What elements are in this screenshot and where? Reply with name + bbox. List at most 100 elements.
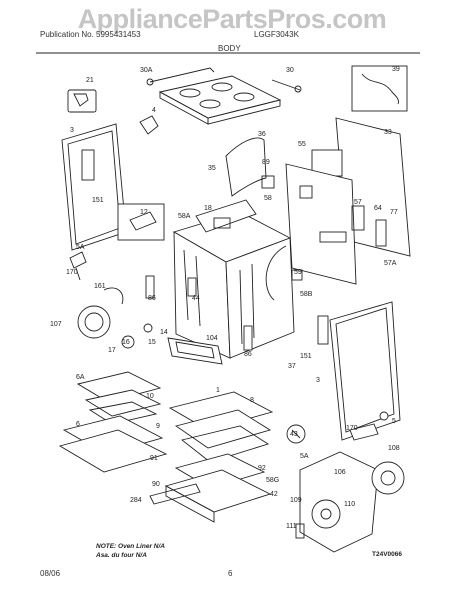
- screw-43-circle: [286, 424, 306, 444]
- callout-number: 6A: [76, 374, 85, 381]
- bracket-89: [261, 175, 275, 189]
- bracket-57a: [375, 219, 387, 247]
- hinge-5a: [69, 251, 87, 269]
- callout-number: 110: [344, 501, 355, 508]
- vent-trim-inner: [175, 341, 215, 359]
- publication-label: Publication No. 5995431453: [40, 30, 141, 39]
- wire-30a: [149, 67, 215, 83]
- callout-number: 86: [148, 295, 156, 302]
- callout-number: 3: [316, 377, 320, 384]
- callout-number: 12: [140, 209, 148, 216]
- callout-number: 91: [150, 455, 158, 462]
- part-21-box: [67, 89, 97, 113]
- callout-number: 15: [148, 339, 156, 346]
- screw-43: [291, 429, 301, 439]
- insulation-tab: [213, 217, 231, 229]
- callout-number: 1: [216, 387, 220, 394]
- part-21: [73, 93, 89, 107]
- callout-number: 151: [300, 353, 312, 360]
- left-panel-bracket: [81, 149, 95, 181]
- lower-panel: [174, 409, 272, 449]
- top-frame-hole: [179, 88, 201, 98]
- callout-number: 30A: [140, 67, 153, 74]
- callout-number: 108: [388, 445, 400, 452]
- callout-number: 42: [270, 491, 278, 498]
- cavity-rail: [251, 263, 255, 339]
- hinge-170: [349, 423, 379, 441]
- bracket-57: [351, 205, 365, 231]
- lower-panel-2: [180, 425, 270, 463]
- sensor-12: [129, 211, 157, 231]
- callout-number: 107: [50, 321, 62, 328]
- top-frame-side: [207, 99, 281, 125]
- hinge-arm: [75, 267, 81, 281]
- right-side-panel: [329, 301, 401, 441]
- callout-number: 10: [146, 393, 154, 400]
- callout-number: 58: [264, 195, 272, 202]
- callout-number: 18: [204, 205, 212, 212]
- note-line-1: NOTE: Oven Liner N/A: [96, 543, 165, 550]
- cavity-rail: [239, 269, 243, 345]
- back-frame-vent: [319, 231, 347, 243]
- callout-number: 30: [286, 67, 294, 74]
- callout-number: 106: [334, 469, 346, 476]
- model-label: LGGF3043K: [254, 30, 299, 39]
- drawer-slide: [149, 483, 201, 505]
- fan-motor-108: [371, 461, 405, 495]
- cavity-rail: [183, 249, 189, 321]
- fan-cord-161: [103, 287, 124, 305]
- broil-pan-base: [88, 401, 158, 425]
- convection-fan: [77, 305, 111, 339]
- callout-number: 6: [76, 421, 80, 428]
- cooling-duct: [225, 137, 267, 197]
- callout-number: 170: [66, 269, 78, 276]
- callout-number: 21: [86, 77, 94, 84]
- watermark: AppliancePartsPros.com: [77, 4, 387, 34]
- callout-number: 161: [94, 283, 106, 290]
- callout-number: 16: [122, 339, 130, 346]
- callout-number: 92: [258, 465, 266, 472]
- callout-number: 35: [208, 165, 216, 172]
- drawer-front: [165, 485, 215, 523]
- callout-number: 111: [286, 523, 297, 530]
- callout-number: 44: [192, 295, 200, 302]
- convection-fan-hub: [84, 312, 104, 332]
- callout-number: 14: [160, 329, 168, 336]
- callout-number: 36: [258, 131, 266, 138]
- figure-code: T24V0066: [372, 551, 402, 558]
- callout-number: 5: [392, 418, 396, 425]
- callout-number: 3: [70, 127, 74, 134]
- callout-number: 58B: [300, 291, 313, 298]
- callout-number: 9: [156, 423, 160, 430]
- callout-number: 58G: [266, 477, 279, 484]
- callout-number: 5A: [76, 244, 85, 251]
- callout-number: 104: [206, 335, 218, 342]
- cavity-side: [225, 237, 295, 359]
- callout-number: 86: [244, 351, 252, 358]
- broil-pan: [84, 389, 162, 417]
- callout-number: 17: [108, 347, 116, 354]
- note-line-2: Asa. du four N/A: [95, 552, 147, 559]
- bracket-49: [139, 115, 159, 135]
- callout-number: 57: [354, 199, 362, 206]
- top-frame-hole: [211, 82, 233, 92]
- fan-blade-109: [311, 499, 341, 529]
- drawer-body: [164, 469, 272, 513]
- fastener-111: [295, 523, 305, 539]
- callout-number: 5A: [300, 453, 309, 460]
- top-frame-hole: [199, 99, 221, 109]
- part-14: [143, 323, 153, 333]
- callout-number: 8: [250, 397, 254, 404]
- footer-page: 6: [228, 569, 233, 578]
- callout-number: 37: [288, 363, 296, 370]
- harness-39: [361, 73, 399, 105]
- right-side-panel-inner: [335, 307, 395, 433]
- callout-number: 90: [152, 481, 160, 488]
- callout-number: 33: [384, 129, 392, 136]
- callout-number: 170: [346, 425, 358, 432]
- section-title: BODY: [218, 44, 241, 53]
- callout-number: 58A: [178, 213, 191, 220]
- callout-number: 57A: [384, 260, 397, 267]
